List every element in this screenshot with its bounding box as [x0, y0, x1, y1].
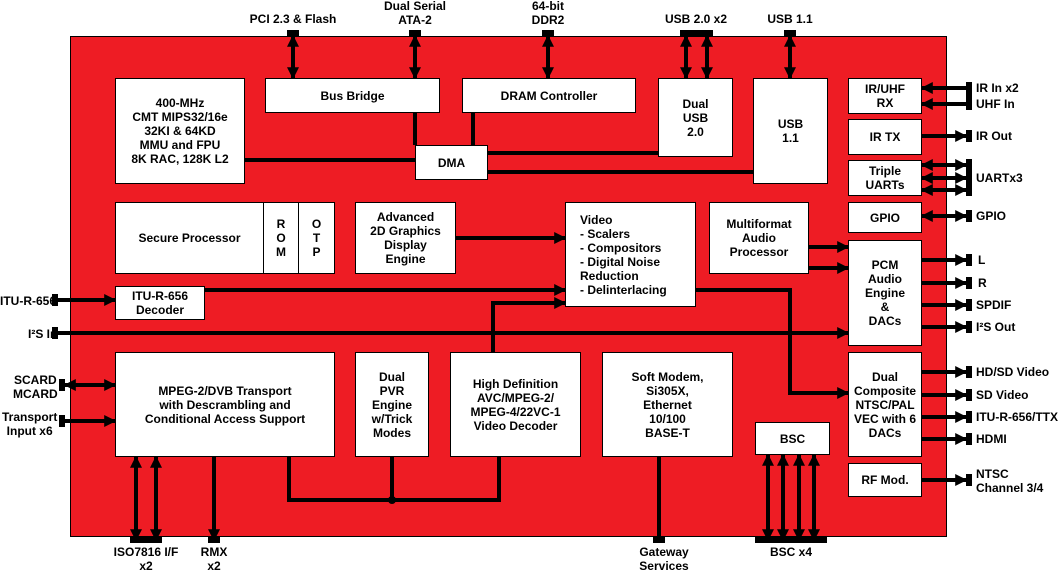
otp-block: O T P	[298, 202, 335, 274]
secure-processor-block: Secure Processor	[115, 202, 264, 274]
pin-ir	[966, 82, 972, 110]
label-i2s-out: I²S Out	[976, 320, 1016, 334]
pin-itu	[52, 294, 58, 306]
graphics-block: Advanced 2D Graphics Display Engine	[355, 202, 456, 274]
label-scard: SCARD MCARD	[13, 373, 58, 401]
hd-video-line	[491, 297, 567, 352]
label-spdif: SPDIF	[976, 298, 1012, 312]
bus-junction-dot	[388, 496, 396, 504]
cpu-block: 400-MHz CMT MIPS32/16e 32KI & 64KD MMU a…	[115, 78, 245, 184]
label-usb11: USB 1.1	[767, 12, 813, 26]
label-r: R	[978, 276, 987, 290]
pin-l	[966, 254, 972, 266]
label-sd: SD Video	[976, 388, 1029, 402]
pin-transport	[59, 415, 65, 427]
video-vec-line	[696, 288, 850, 399]
pin-i2s-out	[966, 321, 972, 333]
pin-r	[966, 277, 972, 289]
label-ddr: 64-bit DDR2	[531, 0, 565, 27]
pin-ddr	[542, 30, 554, 36]
pvr-block: Dual PVR Engine w/Trick Modes	[355, 352, 429, 457]
label-hdsd: HD/SD Video	[976, 365, 1050, 379]
hd-decoder-block: High Definition AVC/MPEG-2/ MPEG-4/22VC-…	[450, 352, 581, 457]
ir-uhf-rx-block: IR/UHF RX	[848, 78, 922, 114]
video-block-text: Video - Scalers - Compositors - Digital …	[580, 212, 667, 297]
pin-bsc	[755, 537, 827, 543]
ir-tx-block: IR TX	[848, 119, 922, 155]
pcm-audio-block: PCM Audio Engine & DACs	[848, 240, 922, 346]
itu-decoder-block: ITU-R-656 Decoder	[115, 286, 205, 320]
pin-pci	[287, 30, 299, 36]
dram-controller-block: DRAM Controller	[462, 78, 636, 113]
pin-scard	[59, 379, 65, 391]
label-ir-in: IR In x2	[976, 81, 1019, 95]
triple-uarts-block: Triple UARTs	[848, 160, 922, 196]
rom-block: R O M	[263, 202, 299, 274]
gpio-block: GPIO	[848, 202, 922, 233]
label-uhf-in: UHF In	[976, 97, 1015, 111]
video-block: Video - Scalers - Compositors - Digital …	[565, 202, 696, 307]
bsc-block: BSC	[755, 422, 830, 455]
vec-block: Dual Composite NTSC/PAL VEC with 6 DACs	[848, 352, 922, 457]
label-gpio: GPIO	[976, 209, 1007, 223]
label-rmx: RMX x2	[200, 545, 228, 573]
label-i2s-in: I²S In	[28, 327, 58, 341]
pin-ata	[409, 30, 421, 36]
pin-gateway	[653, 537, 665, 543]
pin-uart	[966, 159, 972, 196]
pin-ittx	[966, 411, 972, 423]
label-uart: UARTx3	[976, 171, 1023, 185]
soft-modem-block: Soft Modem, Si305X, Ethernet 10/100 BASE…	[602, 352, 733, 457]
label-l: L	[978, 253, 986, 267]
pin-usb11	[784, 30, 796, 36]
pin-hdmi	[966, 433, 972, 445]
label-hdmi: HDMI	[976, 432, 1007, 446]
label-itu-in: ITU-R-656	[0, 294, 57, 308]
label-ittx: ITU-R-656/TTX	[976, 410, 1059, 424]
label-ata: Dual Serial ATA-2	[383, 0, 447, 27]
pin-sd	[966, 389, 972, 401]
transport-block: MPEG-2/DVB Transport with Descrambling a…	[115, 352, 335, 457]
pin-rf	[966, 474, 972, 486]
label-transport-in: Transport Input x6	[2, 410, 58, 438]
rf-mod-block: RF Mod.	[848, 463, 922, 497]
label-usb2: USB 2.0 x2	[664, 12, 728, 26]
label-bscx4: BSC x4	[769, 545, 813, 559]
label-iso: ISO7816 I/F x2	[113, 545, 179, 573]
pin-i2s-in	[52, 327, 58, 339]
audio-processor-block: Multiformat Audio Processor	[709, 202, 809, 274]
usb11-block: USB 1.1	[753, 78, 828, 184]
pin-rmx	[208, 537, 220, 543]
bus-bridge-block: Bus Bridge	[265, 78, 440, 113]
label-gateway: Gateway Services	[639, 545, 689, 573]
pin-iso	[130, 537, 162, 543]
label-ir-out: IR Out	[976, 129, 1012, 143]
pin-gpio	[966, 210, 972, 222]
label-pci: PCI 2.3 & Flash	[249, 12, 337, 26]
pin-usb2	[680, 30, 713, 36]
dma-block: DMA	[415, 145, 488, 180]
pin-irout	[966, 130, 972, 142]
dual-usb2-block: Dual USB 2.0	[658, 78, 733, 157]
pin-hdsd	[966, 366, 972, 378]
pin-spdif	[966, 299, 972, 311]
label-ntsc: NTSC Channel 3/4	[976, 467, 1044, 495]
